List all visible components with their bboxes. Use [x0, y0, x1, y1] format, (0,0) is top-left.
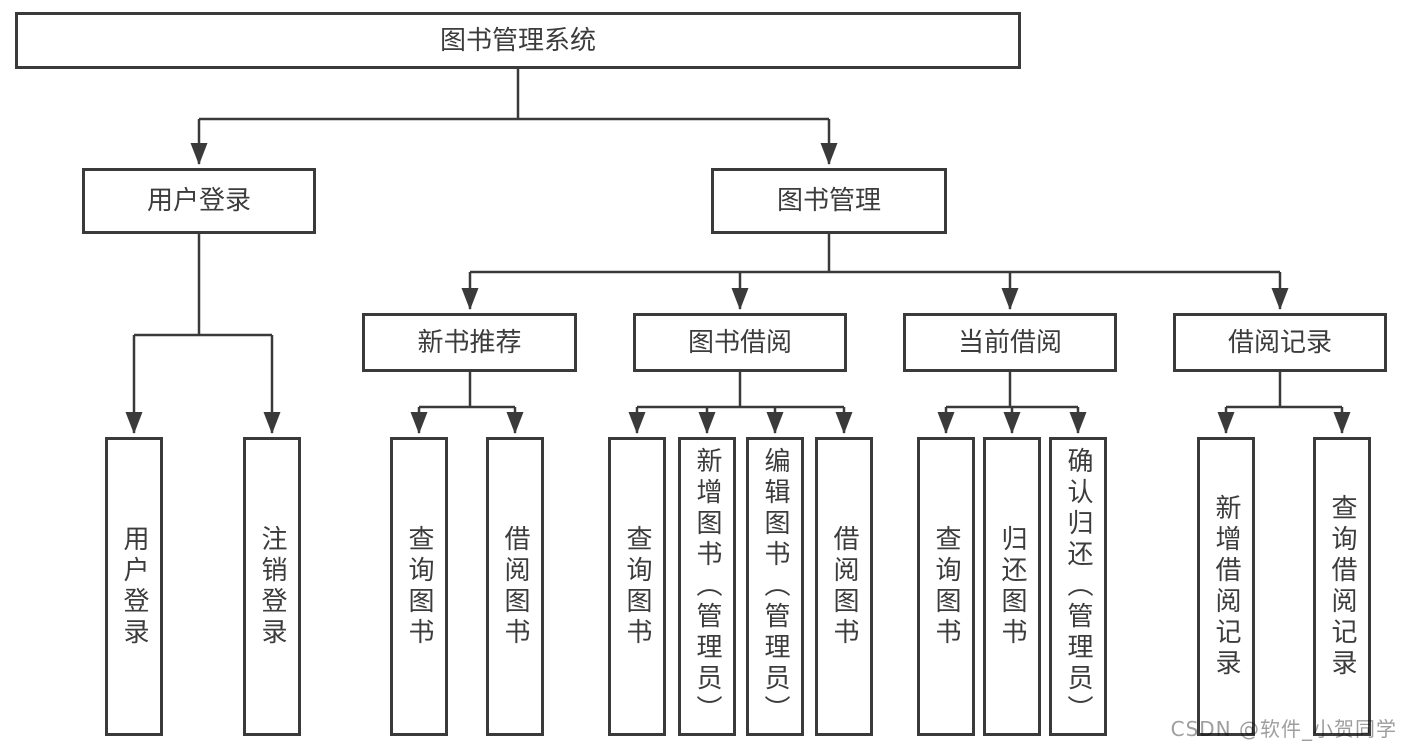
node-leaf-confirm-return-admin: 确认归还（管理员）	[1049, 437, 1107, 736]
node-leaf-logout: 注销登录	[243, 437, 301, 736]
node-leaf-query-borrow-record: 查询借阅记录	[1313, 437, 1371, 736]
node-leaf-return-books: 归还图书	[983, 437, 1041, 736]
node-current-borrow-label: 当前借阅	[957, 327, 1062, 358]
connector-group	[125, 69, 1351, 434]
node-borrow-records-label: 借阅记录	[1227, 327, 1332, 358]
node-new-book-recommend: 新书推荐	[362, 313, 577, 372]
node-root-system: 图书管理系统	[15, 12, 1021, 69]
node-leaf-user-login: 用户登录	[105, 437, 163, 736]
node-leaf-logout-label: 注销登录	[257, 524, 287, 649]
node-book-management: 图书管理	[711, 168, 947, 234]
node-leaf-edit-books-admin: 编辑图书（管理员）	[746, 437, 804, 736]
node-book-borrow: 图书借阅	[633, 313, 847, 372]
node-leaf-confirm-return-admin-label: 确认归还（管理员）	[1063, 447, 1093, 726]
node-leaf-current-query-books: 查询图书	[917, 437, 975, 736]
node-leaf-newbooks-borrow-books: 借阅图书	[486, 437, 544, 736]
node-leaf-borrow-borrow-books: 借阅图书	[815, 437, 873, 736]
node-user-login: 用户登录	[82, 168, 316, 234]
node-book-borrow-label: 图书借阅	[687, 327, 792, 358]
node-leaf-add-books-admin-label: 新增图书（管理员）	[692, 447, 722, 726]
node-leaf-borrow-query-books: 查询图书	[608, 437, 666, 736]
node-new-book-recommend-label: 新书推荐	[417, 327, 522, 358]
node-leaf-borrow-borrow-books-label: 借阅图书	[829, 524, 859, 649]
csdn-watermark: CSDN @软件_小贺同学	[1170, 717, 1397, 741]
node-leaf-user-login-label: 用户登录	[119, 524, 149, 649]
node-leaf-query-borrow-record-label: 查询借阅记录	[1327, 493, 1357, 680]
node-leaf-newbooks-query-books: 查询图书	[390, 437, 448, 736]
node-leaf-add-books-admin: 新增图书（管理员）	[678, 437, 736, 736]
node-leaf-newbooks-borrow-books-label: 借阅图书	[500, 524, 530, 649]
node-book-management-label: 图书管理	[776, 186, 881, 216]
node-leaf-borrow-query-books-label: 查询图书	[622, 524, 652, 649]
node-leaf-add-borrow-record: 新增借阅记录	[1197, 437, 1255, 736]
node-leaf-edit-books-admin-label: 编辑图书（管理员）	[760, 447, 790, 726]
node-user-login-label: 用户登录	[146, 186, 251, 216]
node-root-label: 图书管理系统	[439, 25, 596, 56]
node-current-borrow: 当前借阅	[903, 313, 1117, 372]
node-borrow-records: 借阅记录	[1173, 313, 1387, 372]
node-leaf-newbooks-query-books-label: 查询图书	[404, 524, 434, 649]
node-leaf-return-books-label: 归还图书	[997, 524, 1027, 649]
node-leaf-add-borrow-record-label: 新增借阅记录	[1211, 493, 1241, 680]
node-leaf-current-query-books-label: 查询图书	[931, 524, 961, 649]
